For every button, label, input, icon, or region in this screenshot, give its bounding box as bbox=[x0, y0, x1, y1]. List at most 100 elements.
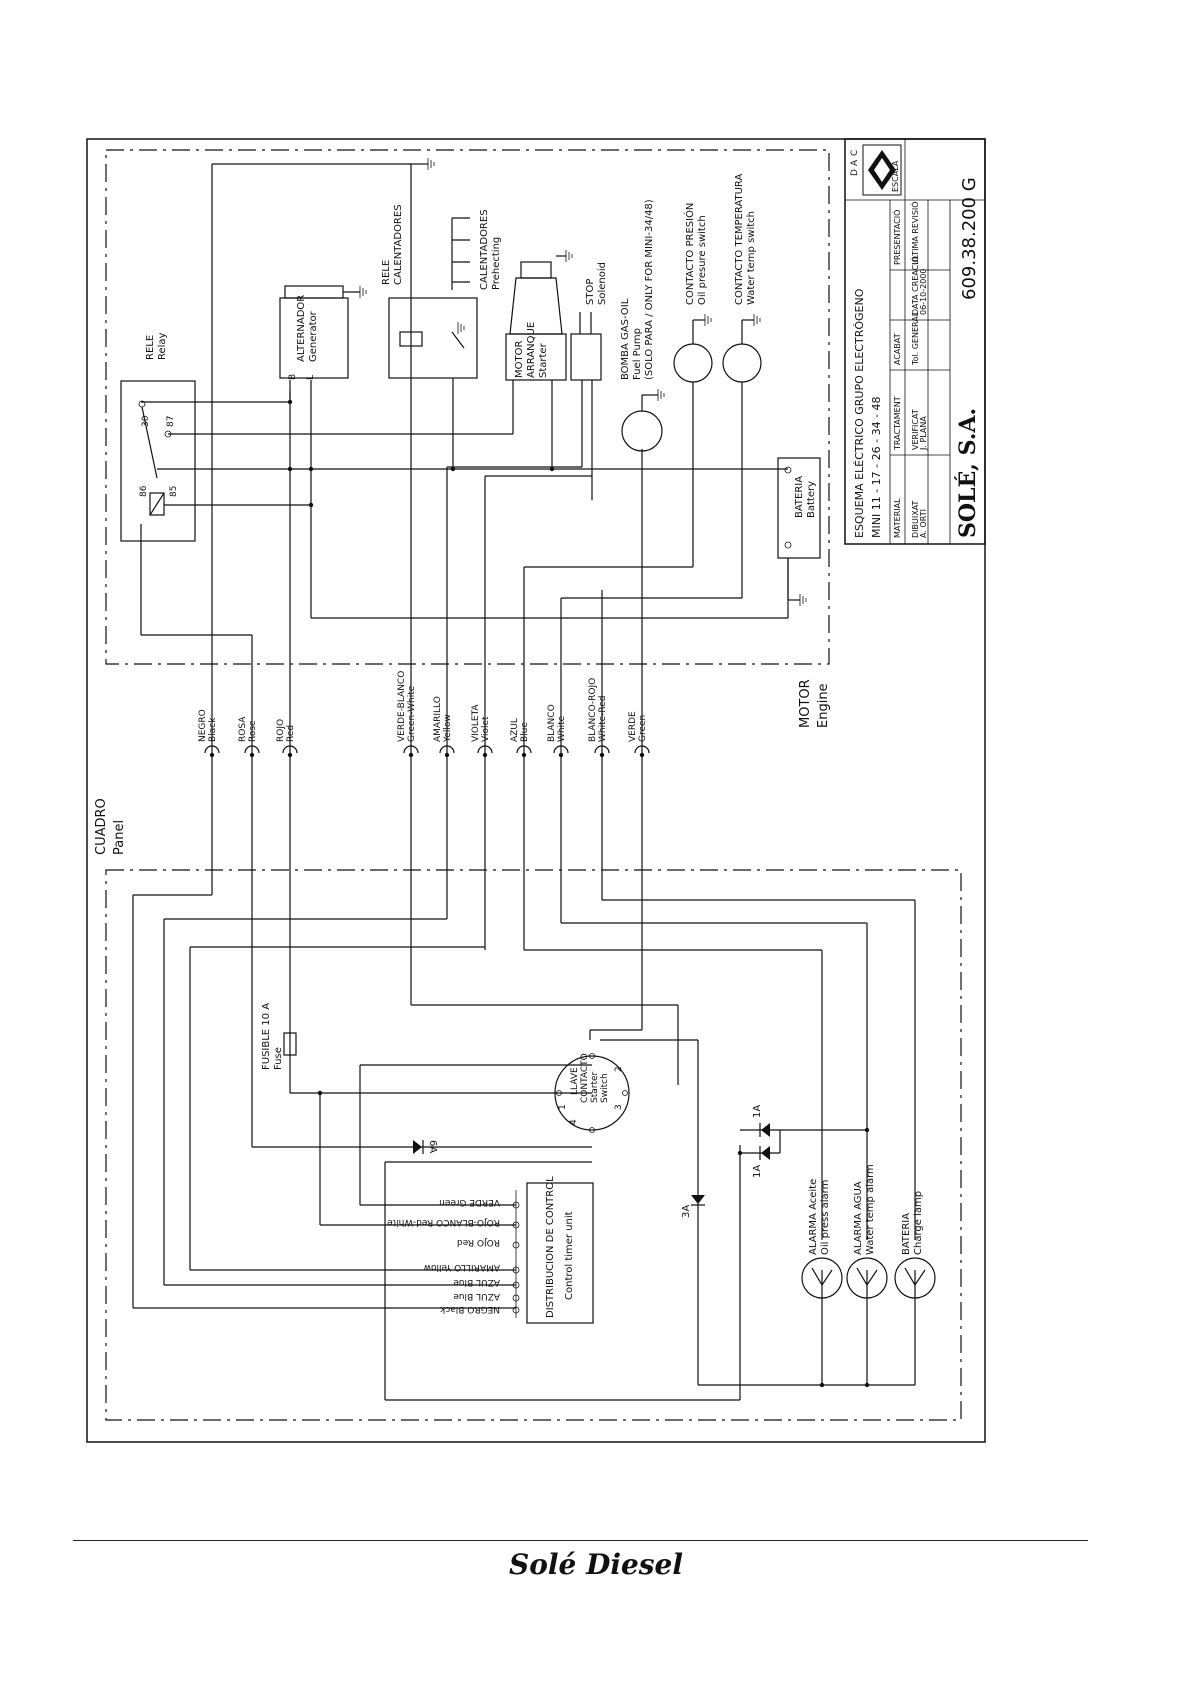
connector-label-es: VERDE-BLANCO bbox=[397, 671, 407, 742]
cad-logo-icon bbox=[862, 144, 902, 196]
connector-green-white: VERDE-BLANCO Green-White bbox=[397, 671, 419, 758]
title-main: ESQUEMA ELÉCTRICO GRUPO ELECTRÓGENO bbox=[853, 288, 866, 538]
title-escala-label: ESCALA bbox=[891, 160, 900, 192]
ground-icon bbox=[693, 314, 712, 326]
connector-label-en: Red bbox=[286, 725, 296, 742]
connector-label-en: Black bbox=[208, 717, 218, 742]
connector-label-es: ROSA bbox=[238, 716, 248, 742]
drawing-number: 609.38.200 G bbox=[959, 177, 980, 300]
connector-label-es: AZUL bbox=[510, 718, 520, 742]
relay-terminal-86: 86 bbox=[139, 485, 149, 497]
ground-icon bbox=[556, 250, 573, 262]
alternator-label-en: Generator bbox=[308, 310, 319, 362]
diode-6a-label: 6A bbox=[427, 1140, 438, 1153]
ground-icon bbox=[457, 322, 465, 334]
switch-terminal-2: 2 bbox=[614, 1066, 624, 1072]
connector-label-en: Blue bbox=[520, 722, 530, 742]
switch-terminal-4: 4 bbox=[569, 1119, 579, 1125]
switch-label-4: Switch bbox=[600, 1073, 610, 1103]
fuse: FUSIBLE 10 A Fuse bbox=[261, 1003, 297, 1070]
connector-rose: ROSA Rose bbox=[238, 716, 260, 758]
switch-label-3: Starter bbox=[590, 1071, 600, 1103]
panel-title-es: CUADRO bbox=[94, 798, 109, 855]
fuse-label-1: FUSIBLE 10 A bbox=[261, 1003, 272, 1070]
battery: BATERIA Battery bbox=[777, 457, 821, 559]
relay-terminal-30: 30 bbox=[141, 415, 151, 427]
title-verificat-label: VERIFICAT bbox=[911, 409, 920, 450]
diode-6a: 6A bbox=[413, 1140, 438, 1154]
alternator-terminal-l: L bbox=[306, 375, 316, 380]
starter-label-2: ARRANQUE bbox=[526, 322, 537, 378]
starter-motor: MOTOR ARRANQUE Starter bbox=[505, 261, 567, 381]
connector-label-es: VIOLETA bbox=[471, 704, 481, 742]
engine-title-es: MOTOR bbox=[798, 679, 813, 728]
stop-label-2: Solenoid bbox=[597, 262, 608, 305]
diode-3a-label: 3A bbox=[681, 1205, 692, 1218]
connector-row: NEGRO Black ROSA Rose ROJO Red VERDE-BLA… bbox=[198, 671, 650, 758]
battery-label-en: Battery bbox=[806, 481, 817, 518]
engine-title-en: Engine bbox=[816, 683, 831, 728]
cad-letter-c: C bbox=[850, 150, 860, 156]
timer-label-en: Control timer unit bbox=[564, 1211, 575, 1300]
connector-label-en: Yellow bbox=[443, 714, 453, 743]
title-verificat-value: J. PLANA bbox=[919, 416, 928, 451]
switch-label-2: CONTACTO bbox=[580, 1053, 590, 1103]
connector-label-en: White-Red bbox=[598, 695, 608, 742]
relay-label-es: RELE bbox=[145, 335, 156, 360]
engine-wiring bbox=[140, 163, 789, 636]
title-models: MINI 11 - 17 - 26 - 34 - 48 bbox=[870, 396, 883, 538]
connector-black: NEGRO Black bbox=[198, 709, 220, 758]
preheating-relay-label-2: CALENTADORES bbox=[393, 204, 404, 285]
ground-icon bbox=[742, 314, 761, 326]
water-alarm-label-2: Water temp alarm bbox=[865, 1164, 876, 1255]
charge-lamp-label-2: Charge lamp bbox=[913, 1191, 924, 1255]
oil-pressure-switch: CONTACTO PRESIÓN Oil presure switch bbox=[673, 203, 713, 383]
ground-icon bbox=[359, 286, 367, 298]
connector-yellow: AMARILLO Yellow bbox=[433, 696, 455, 758]
control-timer-unit: DISTRIBUCION DE CONTROL Control timer un… bbox=[387, 1176, 594, 1324]
relay: RELE Relay 30 87 86 85 bbox=[120, 332, 196, 542]
starter-label-3: Starter bbox=[538, 342, 549, 378]
fuel-pump-label-2: Fuel Pump bbox=[632, 328, 643, 380]
connector-label-es: NEGRO bbox=[198, 709, 208, 742]
alternator-label-es: ALTERNADOR bbox=[296, 295, 307, 362]
connector-white: BLANCO White bbox=[547, 704, 569, 758]
timer-terminal-label: AZUL Blue bbox=[453, 1277, 500, 1287]
title-ultima-revisio-label: ULTIMA REVISIÓ bbox=[909, 201, 920, 265]
heater-plugs: CALENTADORES Prehecting bbox=[451, 209, 502, 290]
title-dibuixat-label: DIBUIXAT bbox=[911, 500, 920, 538]
preheating-relay-label-1: RELE bbox=[381, 260, 392, 285]
charge-lamp: BATERIA Charge lamp bbox=[894, 1191, 936, 1299]
connector-label-en: Rose bbox=[248, 720, 258, 742]
timer-terminal-label: NEGRO Black bbox=[439, 1304, 500, 1314]
battery-label-es: BATERIA bbox=[794, 476, 805, 518]
connector-label-en: Green-White bbox=[407, 685, 417, 742]
drawing-frame bbox=[86, 138, 986, 1443]
relay-label-en: Relay bbox=[157, 332, 168, 360]
water-alarm-label-1: ALARMA AGUA bbox=[853, 1181, 864, 1255]
connector-label-es: BLANCO bbox=[547, 704, 557, 742]
oil-press-alarm-lamp: ALARMA Aceite Oil press alarm bbox=[801, 1179, 843, 1299]
title-material-label: MATERIAL bbox=[893, 498, 902, 538]
timer-terminal-label: AMARILLO Yellow bbox=[424, 1262, 500, 1272]
switch-terminal-1: 1 bbox=[558, 1104, 568, 1110]
alternator: ALTERNADOR Generator B L bbox=[279, 285, 360, 380]
starter-label-1: MOTOR bbox=[514, 341, 525, 378]
relay-terminal-87: 87 bbox=[166, 416, 176, 427]
diode-1a-label-upper: 1A bbox=[752, 1105, 763, 1118]
footer-divider bbox=[73, 1540, 1088, 1541]
stop-label-1: STOP bbox=[585, 279, 596, 305]
panel-region bbox=[105, 869, 962, 1421]
diode-1a-upper: 1A bbox=[752, 1105, 770, 1137]
title-tol-general-label: Tol. GENERAL bbox=[911, 311, 920, 366]
connector-wires bbox=[211, 164, 643, 1147]
panel-title-en: Panel bbox=[112, 820, 127, 855]
company-logo: SOLÉ, S.A. bbox=[954, 408, 981, 538]
timer-terminal-label: AZUL Blue bbox=[453, 1291, 500, 1301]
title-data-creacio-label: DATA CREACIÓ bbox=[909, 256, 920, 315]
title-acabat-label: ACABAT bbox=[893, 333, 902, 365]
panel-wiring bbox=[132, 894, 916, 1401]
title-block: C A D ESCALA ESQUEMA ELÉCTRICO GRUPO ELE… bbox=[844, 138, 986, 545]
heater-label-en: Prehecting bbox=[491, 237, 502, 290]
